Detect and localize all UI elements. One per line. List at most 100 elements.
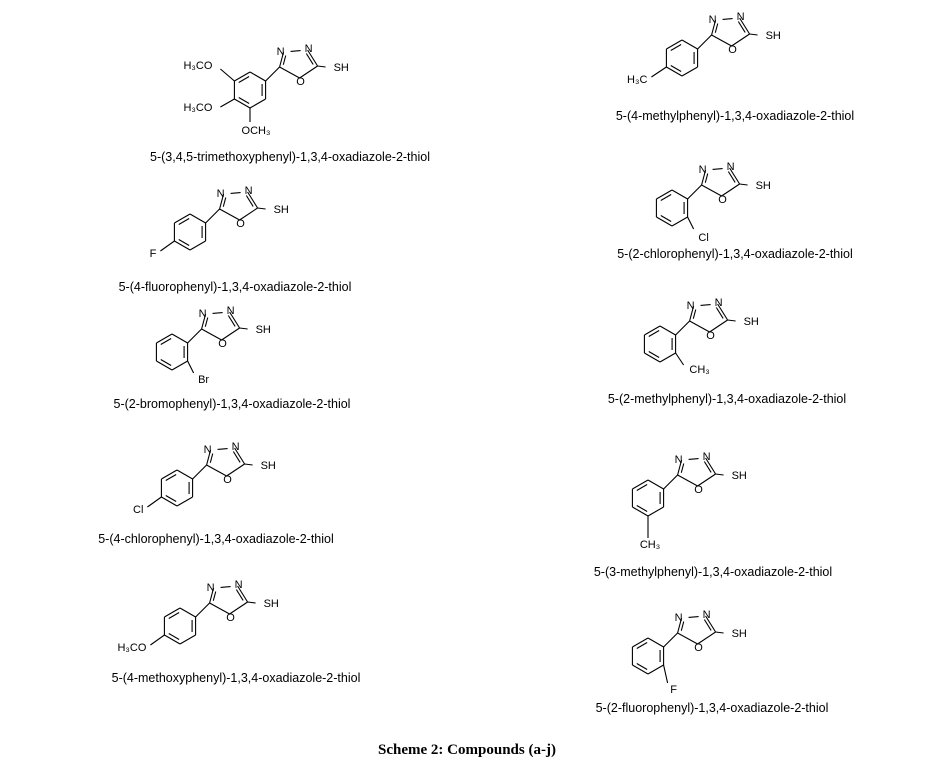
c5-n4-inner: [282, 55, 287, 65]
c5-n4-double-bond: [219, 193, 225, 210]
n3-c2-double-bond: [247, 191, 259, 209]
o1-atom: O: [694, 484, 703, 496]
o1-atom: O: [296, 76, 305, 88]
substituent-bond: [651, 66, 667, 78]
phenyl-double-bond: [648, 350, 660, 358]
aryl-oxadiazole-bond: [265, 66, 280, 82]
compound-name: 5-(4-chlorophenyl)-1,3,4-oxadiazole-2-th…: [98, 532, 334, 546]
c5-n4-double-bond: [677, 617, 683, 634]
phenyl-bond: [156, 333, 173, 344]
n4-n3-bond: [230, 192, 241, 194]
phenyl-double-bond: [670, 64, 682, 72]
c2-s-bond: [727, 319, 736, 322]
aryl-oxadiazole-bond: [195, 602, 210, 618]
n3-atom: N: [235, 579, 243, 591]
o1-c5-bond: [701, 184, 722, 197]
n4-n3-bond: [700, 304, 711, 306]
phenyl-bond: [656, 216, 673, 227]
substituent-bond: [663, 664, 669, 684]
phenyl-bond: [234, 98, 251, 109]
n3-c2-double-bond: [729, 167, 741, 185]
n3-c2-double-bond: [717, 303, 729, 321]
aryl-oxadiazole-bond: [675, 320, 690, 336]
phenyl-bond: [632, 637, 649, 648]
o1-c5-bond: [219, 208, 240, 221]
n4-n3-bond: [217, 448, 228, 450]
substituent-label: Br: [198, 374, 209, 386]
n3-atom: N: [715, 297, 723, 309]
c5-n4-inner: [692, 309, 697, 319]
phenyl-double-bond: [636, 642, 648, 650]
substituent-bond: [160, 240, 175, 252]
c2-o1-bond: [731, 33, 750, 47]
n3-c2-inner: [703, 619, 712, 631]
n4-n3-bond: [290, 50, 301, 52]
phenyl-bond: [171, 333, 188, 344]
c2-s-bond: [739, 183, 748, 186]
c2-s-bond: [715, 473, 724, 476]
substituent-label: Cl: [133, 504, 143, 516]
c2-s-bond: [247, 601, 256, 604]
o1-c5-bond: [206, 464, 227, 477]
phenyl-double-bond: [636, 504, 648, 512]
phenyl-bond: [174, 240, 191, 251]
n3-c2-double-bond: [237, 585, 249, 603]
phenyl-bond: [647, 479, 664, 490]
phenyl-bond: [666, 66, 683, 77]
substituent-bond: [675, 352, 685, 366]
phenyl-bond: [647, 637, 664, 648]
phenyl-double-bond: [165, 474, 177, 482]
n4-atom: N: [709, 14, 717, 26]
thiol-label: SH: [766, 30, 781, 42]
n3-c2-inner: [227, 315, 236, 327]
aryl-oxadiazole-bond: [697, 34, 712, 50]
thiol-label: SH: [256, 324, 271, 336]
substituent-bond: [187, 360, 195, 374]
n3-atom: N: [227, 305, 235, 317]
n4-n3-bond: [722, 18, 733, 20]
phenyl-double-bond: [160, 358, 172, 366]
o1-c5-bond: [201, 328, 222, 341]
phenyl-double-bond: [636, 484, 648, 492]
phenyl-bond: [659, 352, 676, 363]
substituent-label: F: [670, 684, 677, 696]
phenyl-bond: [164, 607, 181, 618]
c5-n4-double-bond: [201, 313, 207, 330]
n3-c2-double-bond: [739, 17, 751, 35]
n3-c2-double-bond: [705, 615, 717, 633]
phenyl-double-bond: [160, 338, 172, 346]
substituent-bond: [220, 98, 235, 108]
phenyl-double-bond: [670, 44, 682, 52]
c5-n4-double-bond: [209, 587, 215, 604]
n4-atom: N: [699, 164, 707, 176]
substituent-label: CH₃: [689, 364, 709, 376]
phenyl-bond: [632, 506, 649, 517]
phenyl-bond: [659, 325, 676, 336]
substituent-label: H₃CO: [183, 60, 212, 72]
compound-name: 5-(4-methylphenyl)-1,3,4-oxadiazole-2-th…: [616, 109, 854, 123]
n3-atom: N: [305, 43, 313, 55]
c2-o1-bond: [299, 65, 318, 79]
phenyl-double-bond: [168, 612, 180, 620]
n3-atom: N: [703, 609, 711, 621]
c5-n4-inner: [212, 591, 217, 601]
compound-name: 5-(3,4,5-trimethoxyphenyl)-1,3,4-oxadiaz…: [150, 150, 430, 164]
thiol-label: SH: [744, 316, 759, 328]
phenyl-bond: [156, 360, 173, 371]
n3-c2-double-bond: [234, 447, 246, 465]
n3-c2-double-bond: [705, 457, 717, 475]
o1-c5-bond: [689, 320, 710, 333]
c2-s-bond: [239, 327, 248, 330]
n3-c2-inner: [737, 21, 746, 33]
thiol-label: SH: [274, 204, 289, 216]
phenyl-bond: [189, 240, 206, 251]
c2-s-bond: [257, 207, 266, 210]
o1-c5-bond: [711, 34, 732, 47]
n3-c2-inner: [245, 195, 254, 207]
n3-atom: N: [232, 441, 240, 453]
